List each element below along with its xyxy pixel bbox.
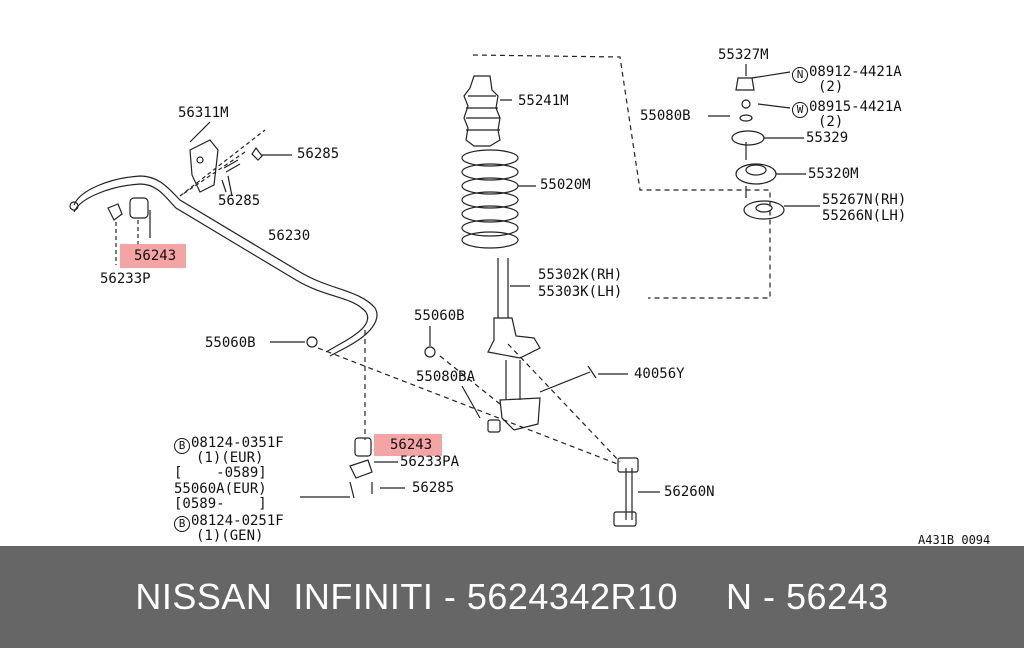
brand-part-number: NISSAN INFINITI - 5624342R10 — [135, 576, 679, 617]
label-55060a-range: [0589- ] — [174, 496, 267, 512]
label-55266n: 55266N(LH) — [822, 208, 907, 224]
label-56243-left: 56243 — [134, 248, 177, 264]
label-56243-lower: 56243 — [390, 437, 433, 453]
label-55267n: 55267N(RH) — [822, 192, 907, 208]
label-55327m: 55327M — [718, 47, 769, 63]
strut — [487, 258, 541, 359]
diagram-drawing — [69, 54, 820, 527]
bolt-40056y — [539, 365, 628, 393]
highlight-56243-left — [120, 244, 186, 268]
b-symbol: B — [174, 516, 190, 532]
label-08124-0351f-qty: (1)(EUR) — [196, 450, 264, 466]
label-55302k: 55302K(RH) — [538, 267, 623, 283]
label-08915-qty: (2) — [818, 114, 844, 130]
bracket-56311m — [189, 139, 219, 193]
label-56285-top: 56285 — [297, 146, 340, 162]
label-56230: 56230 — [268, 228, 311, 244]
w-symbol: W — [792, 102, 808, 118]
label-55303k: 55303K(LH) — [538, 284, 623, 300]
label-55060b-left: 55060B — [205, 335, 256, 351]
label-55020m: 55020M — [540, 177, 591, 193]
label-55080ba: 55080BA — [416, 369, 476, 385]
label-55320m: 55320M — [808, 166, 859, 182]
bushing-lower — [354, 437, 372, 457]
oem-part-number: N - 56243 — [726, 576, 889, 617]
b-symbol: B — [174, 438, 190, 454]
label-55060a: 55060A(EUR) — [174, 481, 267, 497]
mount-55320m — [735, 163, 777, 185]
label-56233pa: 56233PA — [400, 454, 460, 470]
washer-55329 — [731, 130, 765, 146]
label-56260n: 56260N — [664, 484, 715, 500]
label-55329: 55329 — [806, 130, 849, 146]
label-56285-lower: 56285 — [412, 480, 455, 496]
highlight-56243-lower — [374, 434, 442, 456]
bushing-left — [129, 197, 149, 219]
label-55060b-mid: 55060B — [414, 308, 465, 324]
label-08124-0251f-qty: (1)(GEN) — [196, 528, 264, 544]
coil-spring — [461, 149, 519, 249]
label-56233p: 56233P — [100, 271, 151, 287]
part-number-banner: NISSAN INFINITI - 5624342R10 N - 56243 — [0, 546, 1024, 648]
label-56311m: 56311M — [178, 105, 229, 121]
stabilizer-bar — [73, 175, 378, 357]
bump-stop — [463, 75, 501, 147]
label-40056y: 40056Y — [634, 366, 685, 382]
stabilizer-link — [625, 468, 633, 520]
parts-diagram: 56311M 56285 56285 56243 56233P 56230 55… — [69, 47, 991, 547]
n-symbol: N — [792, 67, 808, 83]
label-55241m: 55241M — [518, 93, 569, 109]
mount-55267n — [743, 200, 785, 220]
label-08912-qty: (2) — [818, 79, 844, 95]
label-08124-0351f-range: [ -0589] — [174, 465, 267, 481]
label-55080b: 55080B — [640, 108, 691, 124]
cap-55327m — [735, 77, 755, 91]
label-56285-mid: 56285 — [218, 193, 261, 209]
bolt-56285-top — [221, 159, 241, 193]
diagram-reference: A431B 0094 — [918, 533, 991, 547]
